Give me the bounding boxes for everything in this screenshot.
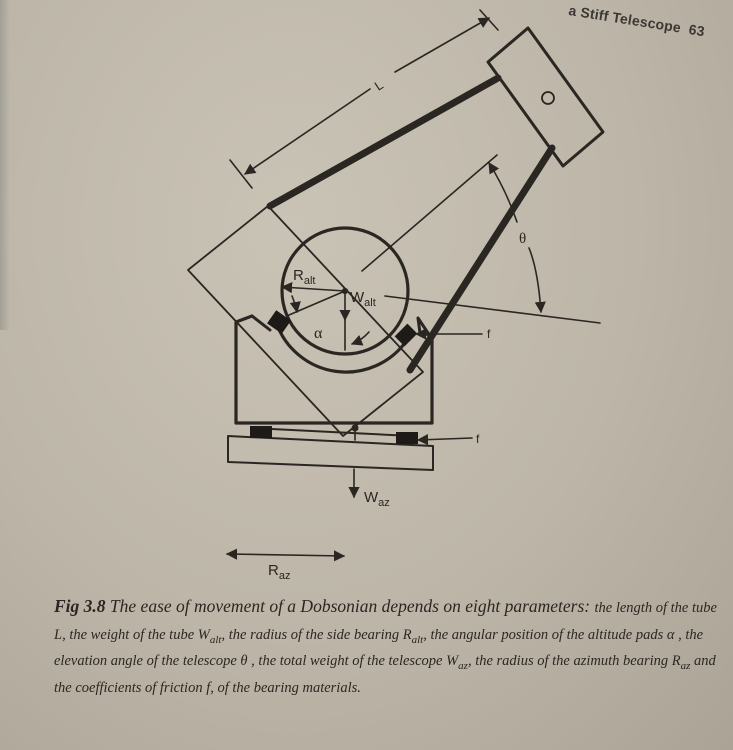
azimuth-pad-right (396, 432, 418, 444)
caption-text-5: , the radius of the azimuth bearing R (467, 653, 681, 669)
ground-board (227, 424, 434, 471)
alpha-angle-arc (350, 331, 370, 346)
label-r-alt: Ralt (293, 267, 315, 287)
altitude-pad-right (394, 323, 418, 347)
length-dimension (229, 9, 499, 189)
caption-text-1: The ease of movement of a Dobsonian depe… (105, 596, 595, 616)
altitude-pad-left (267, 310, 291, 334)
caption-text-4: , the angular position of the altitude p… (54, 626, 704, 670)
altitude-bearing (274, 226, 410, 374)
r-az-dimension (225, 548, 346, 562)
page-edge-shadow (0, 0, 10, 330)
r-alt-radius (280, 282, 349, 316)
mirror-box (187, 205, 424, 437)
figure-number: Fig 3.8 (54, 596, 106, 616)
label-w-alt: Walt (350, 289, 376, 309)
label-w-az: Waz (364, 489, 390, 509)
caption-text-6: and the coefficients of friction f, of t… (54, 653, 716, 696)
caption-sub-w-alt: alt (209, 633, 222, 646)
secondary-cage (486, 26, 605, 168)
label-length: L (372, 77, 386, 94)
caption-sub-r-alt: alt (411, 633, 424, 646)
theta-angle (488, 162, 546, 314)
caption-sub-r-az: az (680, 660, 691, 672)
label-theta: θ (519, 231, 526, 247)
label-alpha: α (314, 325, 323, 342)
label-r-az: Raz (268, 562, 290, 582)
label-friction-lower: f (476, 432, 480, 446)
azimuth-pad-left (250, 426, 272, 438)
caption-text-3: , the radius of the side bearing R (221, 626, 412, 643)
caption-sub-w-az: az (458, 660, 468, 672)
truss-tube (266, 74, 556, 374)
dobsonian-diagram: L θ Ralt Walt α f f Waz Raz (187, 9, 605, 582)
label-friction-upper: f (487, 327, 491, 341)
optical-axis-line (361, 154, 498, 272)
figure-caption: Fig 3.8 The ease of movement of a Dobson… (54, 594, 730, 700)
friction-leader-lower (416, 434, 473, 446)
horizontal-reference-line (384, 295, 601, 324)
caption-text-2: the length of the tube L, the weight of … (54, 600, 717, 643)
